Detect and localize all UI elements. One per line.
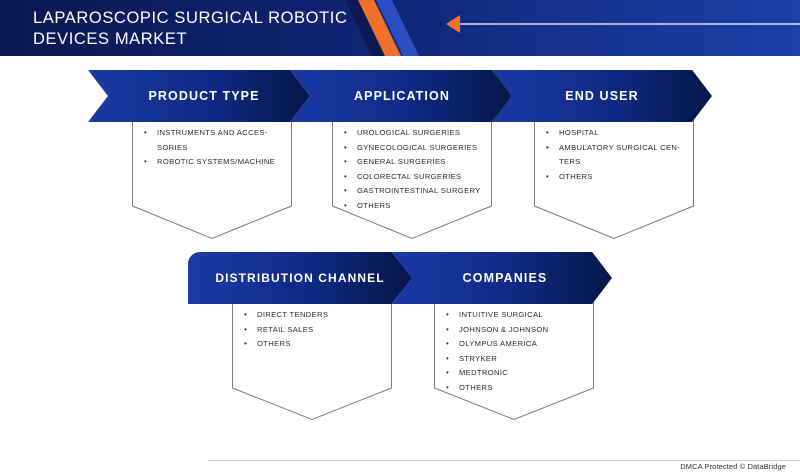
header-banner: LAPAROSCOPIC SURGICAL ROBOTIC DEVICES MA… [0, 0, 800, 56]
segment-banner-distribution-channel: Distribution Channel [188, 252, 412, 304]
list-item: INSTRUMENTS AND ACCES-SORIES [144, 126, 282, 155]
list-item: OTHERS [344, 199, 482, 214]
segment-list: UROLOGICAL SURGERIES GYNECOLOGICAL SURGE… [344, 126, 482, 213]
list-item: HOSPITAL [546, 126, 684, 141]
segment-list: INTUITIVE SURGICAL JOHNSON & JOHNSON OLY… [446, 308, 584, 395]
list-item: COLORECTAL SURGERIES [344, 170, 482, 185]
list-item: UROLOGICAL SURGERIES [344, 126, 482, 141]
list-item: GENERAL SURGERIES [344, 155, 482, 170]
segment-box-product-type: INSTRUMENTS AND ACCES-SORIES ROBOTIC SYS… [132, 118, 292, 240]
list-item: ROBOTIC SYSTEMS/MACHINE [144, 155, 282, 170]
segment-box-distribution-channel: DIRECT TENDERS RETAIL SALES OTHERS [232, 300, 392, 421]
list-item: GASTROINTESTINAL SURGERY [344, 184, 482, 199]
segment-box-companies: INTUITIVE SURGICAL JOHNSON & JOHNSON OLY… [434, 300, 594, 421]
list-item: OLYMPUS AMERICA [446, 337, 584, 352]
segment-banner-end-user: END USER [492, 70, 712, 122]
list-item: INTUITIVE SURGICAL [446, 308, 584, 323]
segment-list: INSTRUMENTS AND ACCES-SORIES ROBOTIC SYS… [144, 126, 282, 170]
list-item: AMBULATORY SURGICAL CEN-TERS [546, 141, 684, 170]
page-title: LAPAROSCOPIC SURGICAL ROBOTIC DEVICES MA… [33, 9, 348, 48]
segment-list: DIRECT TENDERS RETAIL SALES OTHERS [244, 308, 382, 352]
segment-box-end-user: HOSPITAL AMBULATORY SURGICAL CEN-TERS OT… [534, 118, 694, 240]
list-item: OTHERS [546, 170, 684, 185]
list-item: GYNECOLOGICAL SURGERIES [344, 141, 482, 156]
list-item: OTHERS [244, 337, 382, 352]
segment-banner-companies: COMPANIES [392, 252, 612, 304]
footer-divider [208, 460, 800, 461]
list-item: JOHNSON & JOHNSON [446, 323, 584, 338]
segment-banner-application: APPLICATION [290, 70, 512, 122]
segment-list: HOSPITAL AMBULATORY SURGICAL CEN-TERS OT… [546, 126, 684, 184]
list-item: OTHERS [446, 381, 584, 396]
list-item: MEDTRONIC [446, 366, 584, 381]
header-decoration [345, 0, 800, 56]
segment-box-application: UROLOGICAL SURGERIES GYNECOLOGICAL SURGE… [332, 118, 492, 240]
stripe-blue [376, 0, 419, 56]
segment-banner-product-type: PRODUCT TYPE [88, 70, 310, 122]
stripe-orange [358, 0, 401, 56]
arrow-left-icon [446, 15, 460, 33]
footer-credit: DMCA Protected © DataBridge [680, 462, 786, 471]
list-item: DIRECT TENDERS [244, 308, 382, 323]
list-item: RETAIL SALES [244, 323, 382, 338]
list-item: STRYKER [446, 352, 584, 367]
